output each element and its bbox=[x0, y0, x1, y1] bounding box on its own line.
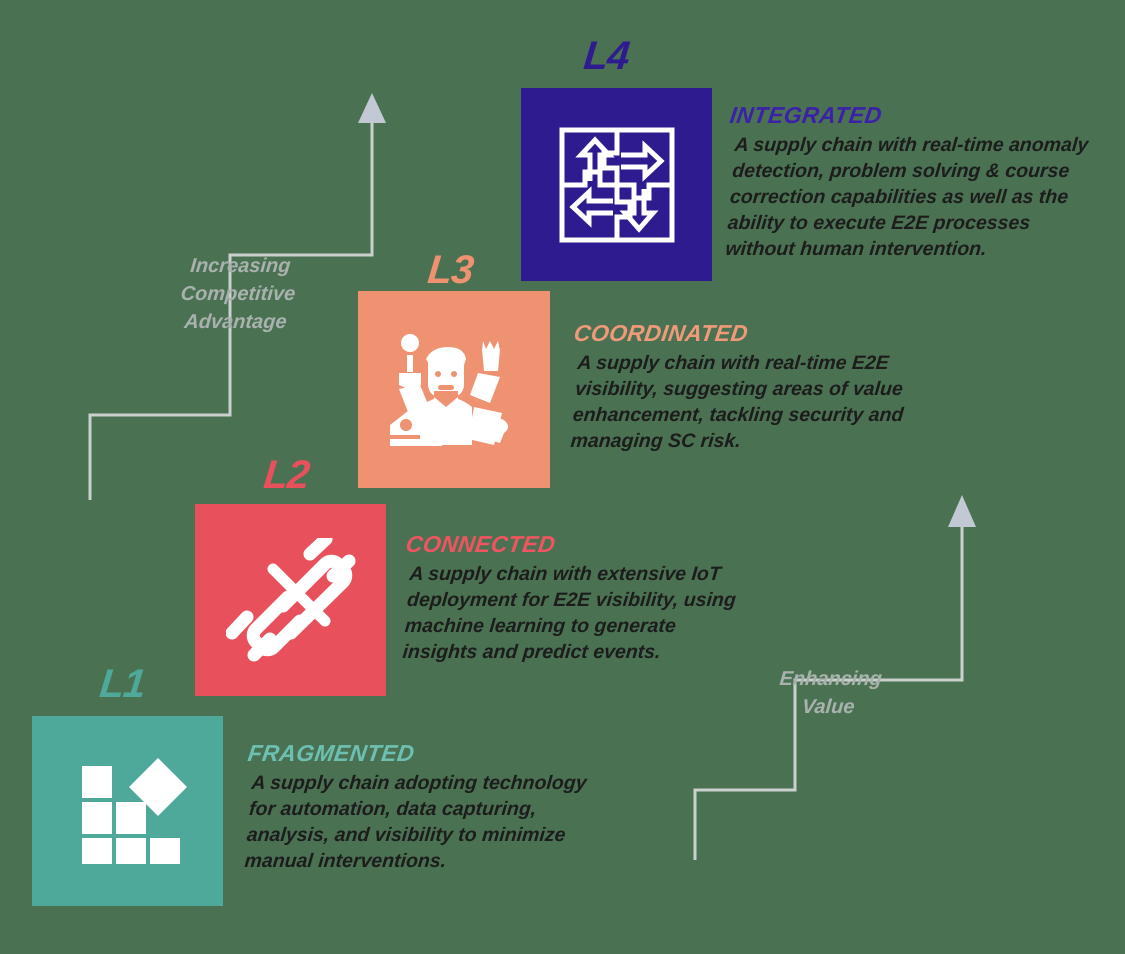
level-code-l4: L4 bbox=[581, 34, 631, 78]
level-icon-tile-l1 bbox=[32, 716, 223, 906]
level-text-l4: INTEGRATED A supply chain with real-time… bbox=[725, 102, 1100, 263]
level-icon-tile-l3 bbox=[358, 291, 550, 488]
level-code-l2: L2 bbox=[261, 453, 311, 497]
plug-connector-icon bbox=[225, 537, 355, 661]
left-axis-label: Increasing Competitive Advantage bbox=[179, 255, 297, 333]
level-title-l3: COORDINATED bbox=[572, 320, 750, 346]
level-icon-tile-l4 bbox=[521, 88, 712, 281]
level-text-l3: COORDINATED A supply chain with real-tim… bbox=[570, 320, 924, 455]
level-title-l2: CONNECTED bbox=[404, 531, 558, 557]
level-description-l1: A supply chain adopting technology for a… bbox=[243, 772, 588, 872]
businessman-celebrating-icon bbox=[390, 333, 509, 446]
level-code-l1: L1 bbox=[97, 662, 147, 706]
level-code-l3: L3 bbox=[425, 248, 475, 292]
level-title-l4: INTEGRATED bbox=[728, 102, 884, 128]
level-title-l1: FRAGMENTED bbox=[246, 740, 417, 766]
level-text-l1: FRAGMENTED A supply chain adopting techn… bbox=[244, 740, 598, 875]
level-icon-tile-l2 bbox=[195, 504, 386, 696]
puzzle-arrows-icon bbox=[559, 127, 674, 242]
level-description-l2: A supply chain with extensive IoT deploy… bbox=[401, 563, 737, 663]
level-description-l3: A supply chain with real-time E2E visibi… bbox=[569, 352, 905, 452]
blocks-diamond-icon bbox=[81, 758, 187, 864]
right-axis-label: Enhancing Value bbox=[778, 668, 883, 718]
level-description-l4: A supply chain with real-time anomaly de… bbox=[724, 134, 1090, 260]
level-text-l2: CONNECTED A supply chain with extensive … bbox=[402, 531, 741, 666]
